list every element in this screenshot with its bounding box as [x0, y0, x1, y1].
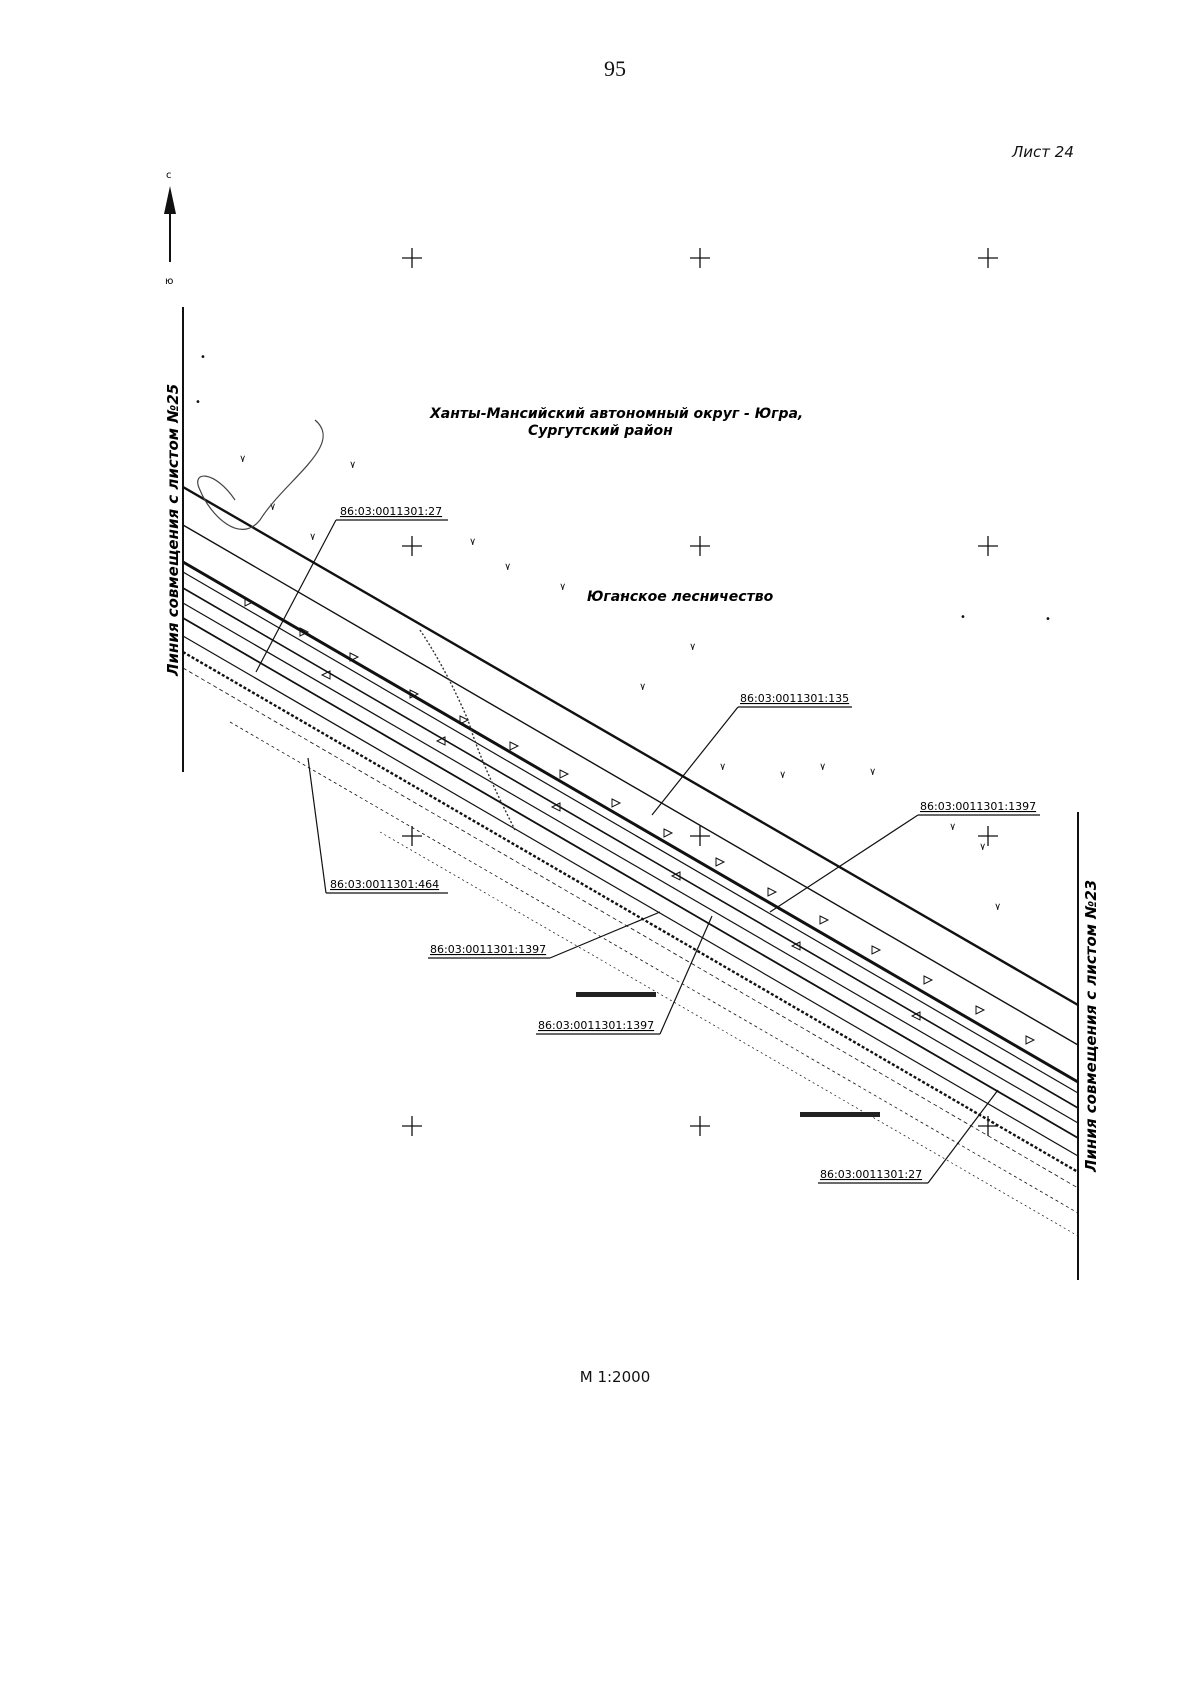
svg-text:٧: ٧: [240, 454, 246, 465]
svg-text:٧: ٧: [470, 537, 476, 548]
north-arrow-icon: с ю: [164, 170, 176, 287]
svg-text:٧: ٧: [350, 460, 356, 471]
forestry-name: Юганское лесничество: [587, 589, 774, 605]
south-letter: ю: [165, 276, 173, 287]
grid-crosses: [402, 248, 998, 1136]
corridor-lines: [182, 485, 1079, 1237]
svg-text:٧: ٧: [950, 822, 956, 833]
stream-line: [419, 629, 516, 831]
svg-text:٧: ٧: [310, 532, 316, 543]
vegetation-symbols: ٧ ٧ ٧ ٧ ٧ ٧ ٧ ٧ ٧ ٧ ٧ ٧ ٧ ٧ ٧ ٧ ٧ • • • •: [195, 352, 1051, 913]
svg-text:٧: ٧: [690, 642, 696, 653]
svg-text:•: •: [195, 397, 201, 408]
svg-text:٧: ٧: [270, 502, 276, 513]
parcel-callouts: [255, 519, 1040, 1184]
svg-text:٧: ٧: [720, 762, 726, 773]
svg-text:•: •: [200, 352, 206, 363]
svg-text:٧: ٧: [560, 582, 566, 593]
parcel-label: 86:03:0011301:1397: [538, 1019, 654, 1032]
parcel-label: 86:03:0011301:1397: [920, 800, 1036, 813]
map-scale: М 1:2000: [579, 1368, 651, 1386]
svg-text:•: •: [1045, 614, 1051, 625]
small-annotations: [576, 992, 880, 1117]
svg-text:٧: ٧: [620, 592, 626, 603]
parcel-label: 86:03:0011301:464: [330, 878, 439, 891]
svg-text:٧: ٧: [640, 682, 646, 693]
svg-text:٧: ٧: [780, 770, 786, 781]
north-letter: с: [166, 170, 172, 181]
svg-text:٧: ٧: [980, 842, 986, 853]
sheet-label: Лист 24: [1012, 143, 1074, 161]
svg-text:٧: ٧: [820, 762, 826, 773]
page-number: 95: [604, 56, 626, 81]
parcel-label: 86:03:0011301:27: [820, 1168, 922, 1181]
left-join-label: Линия совмещения с листом №25: [164, 384, 182, 677]
contour-line: [197, 419, 324, 530]
region-name-line1: Ханты-Мансийский автономный округ - Югра…: [429, 406, 803, 422]
parcel-label: 86:03:0011301:1397: [430, 943, 546, 956]
survey-markers: [244, 597, 1036, 1045]
region-name-line2: Сургутский район: [528, 423, 673, 439]
svg-text:٧: ٧: [870, 767, 876, 778]
parcel-label: 86:03:0011301:135: [740, 692, 849, 705]
right-join-label: Линия совмещения с листом №23: [1082, 880, 1100, 1173]
svg-text:•: •: [960, 612, 966, 623]
svg-text:٧: ٧: [995, 902, 1001, 913]
svg-text:٧: ٧: [505, 562, 511, 573]
parcel-label: 86:03:0011301:27: [340, 505, 442, 518]
